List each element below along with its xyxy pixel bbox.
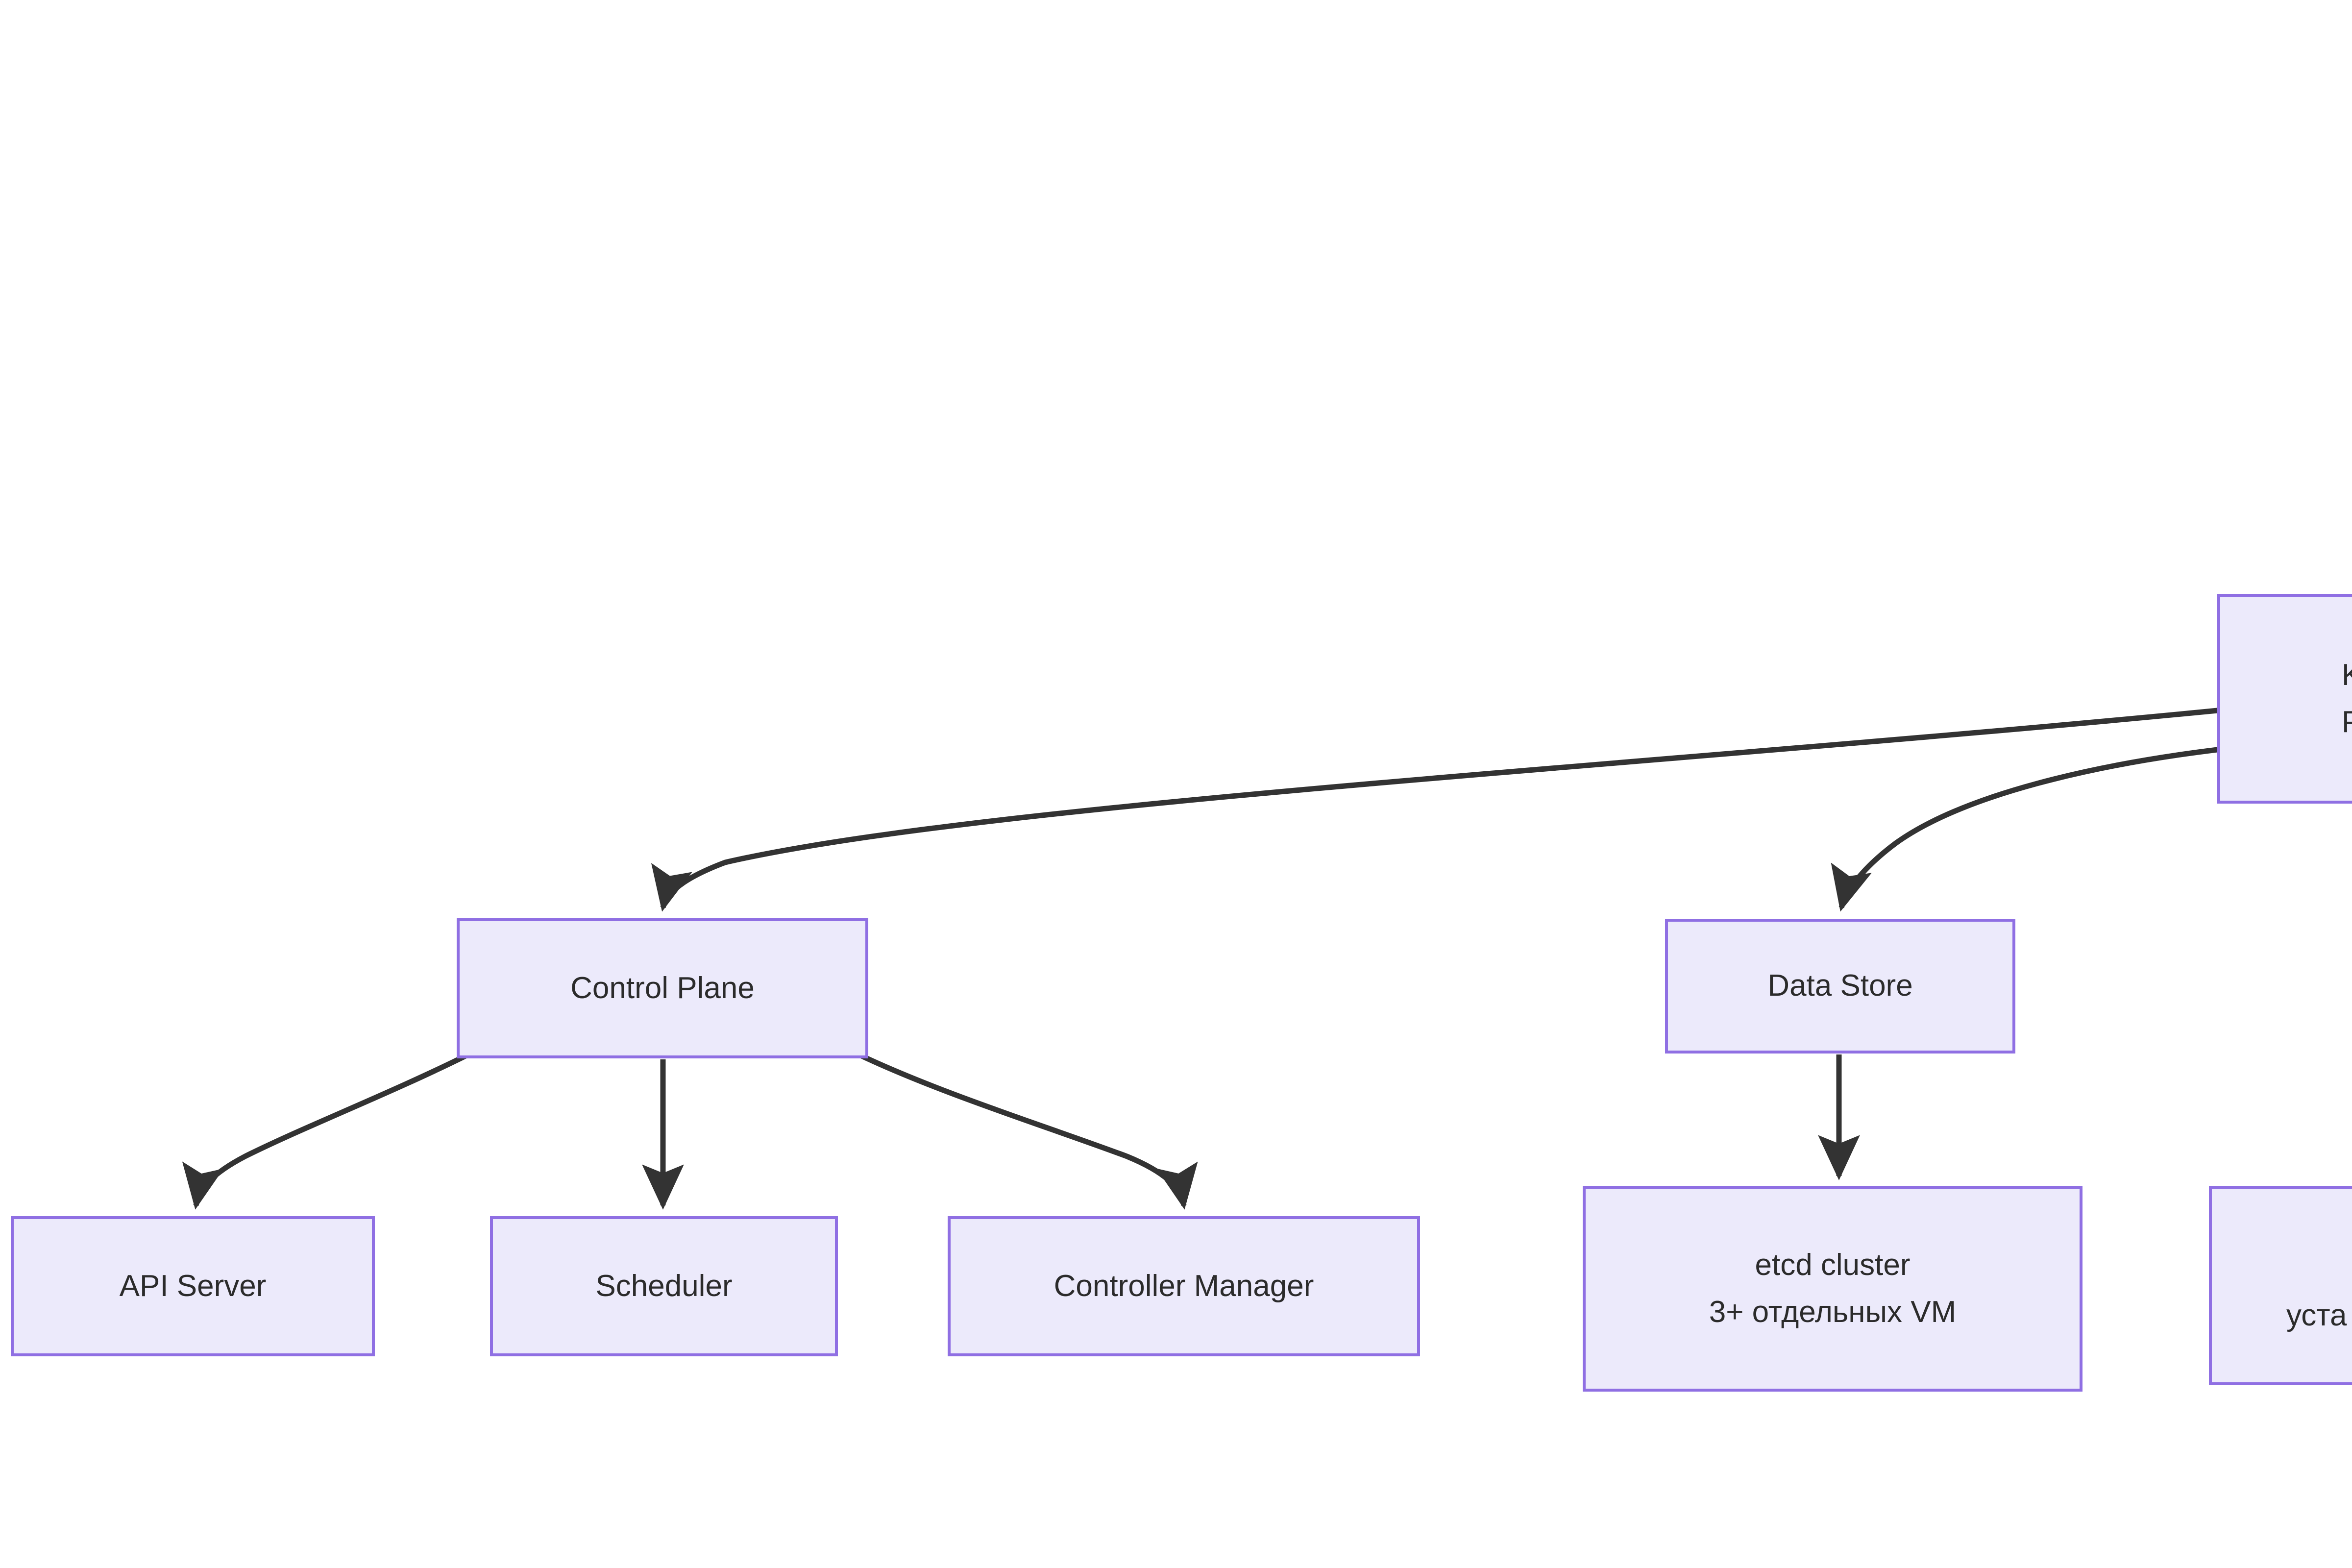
node-etcd-cluster[interactable]: etcd cluster 3+ отдельных VM (1583, 1186, 2082, 1392)
node-control-plane-label: Control Plane (570, 971, 755, 1005)
edge-root-to-control-plane (651, 708, 2218, 912)
node-kubernetes-root[interactable]: K Раз (2217, 594, 2352, 804)
node-controller-manager-label: Controller Manager (1054, 1269, 1314, 1303)
node-scheduler[interactable]: Scheduler (490, 1216, 838, 1356)
node-kubernetes-root-line-1: Раз (2342, 705, 2352, 739)
edge-control-plane-to-api-server (182, 1051, 472, 1210)
node-install-label: уста (2286, 1298, 2347, 1332)
edge-control-plane-to-controller-manager (855, 1051, 1198, 1210)
node-etcd-cluster-line-1: 3+ отдельных VM (1709, 1295, 1957, 1329)
node-control-plane[interactable]: Control Plane (457, 918, 868, 1058)
node-install[interactable]: уста (2209, 1186, 2352, 1385)
node-controller-manager[interactable]: Controller Manager (948, 1216, 1420, 1356)
node-data-store[interactable]: Data Store (1665, 919, 2015, 1054)
edge-root-to-data-store (1831, 747, 2218, 912)
node-scheduler-label: Scheduler (595, 1269, 733, 1303)
node-api-server-label: API Server (119, 1269, 267, 1303)
node-kubernetes-root-line-0: K (2342, 658, 2352, 692)
node-etcd-cluster-line-0: etcd cluster (1755, 1248, 1911, 1282)
node-api-server[interactable]: API Server (11, 1216, 375, 1356)
node-data-store-label: Data Store (1767, 969, 1913, 1003)
